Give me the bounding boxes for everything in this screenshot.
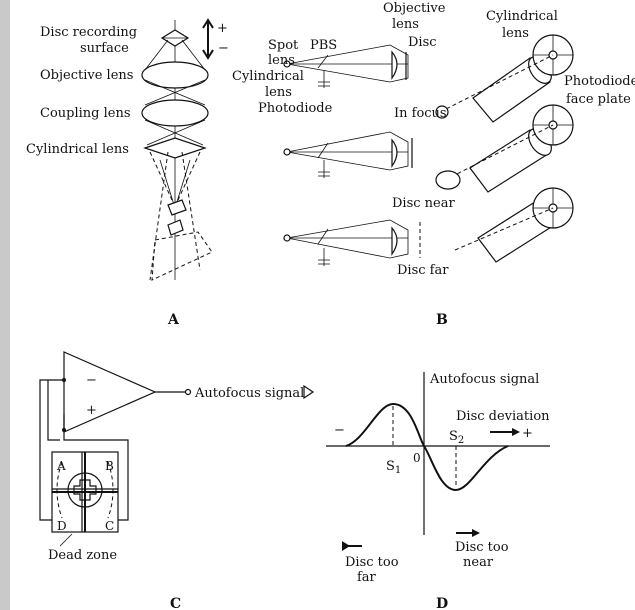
panel-c-title: C <box>170 596 181 610</box>
label-disc: Disc <box>408 35 437 50</box>
label-cylindrical-lens: Cylindrical lens <box>26 142 129 157</box>
quadrant-c: C <box>105 519 114 533</box>
opamp-plus: + <box>86 403 97 418</box>
label-s1: S1 <box>386 459 401 476</box>
panel-b-title: B <box>436 312 448 328</box>
label-cylindrical-lens-mid-1: Cylindrical <box>232 69 304 84</box>
label-s2: S2 <box>449 429 464 446</box>
label-disc-too-far-2: far <box>357 570 377 585</box>
panel-a-title: A <box>167 312 180 328</box>
label-coupling-lens: Coupling lens <box>40 106 131 121</box>
panel-d-diagram <box>326 372 550 551</box>
quadrant-a: A <box>56 459 66 473</box>
panel-a-diagram <box>141 18 214 281</box>
label-photodiode: Photodiode <box>258 101 333 116</box>
label-disc-far: Disc far <box>397 263 449 278</box>
panel-a-plus: + <box>217 21 228 36</box>
label-cylindrical-lens-b-1: Cylindrical <box>486 9 558 24</box>
quadrant-d: D <box>57 519 67 533</box>
label-photodiode-face-plate-2: face plate <box>566 92 631 107</box>
label-disc-recording-surface-1: Disc recording <box>40 25 137 40</box>
label-photodiode-face-plate-1: Photodiode <box>564 74 635 89</box>
panel-a-minus: − <box>218 41 229 56</box>
panel-c-diagram <box>39 351 315 547</box>
label-pbs: PBS <box>310 38 337 53</box>
label-cylindrical-lens-b-2: lens <box>502 26 529 41</box>
opamp-minus: − <box>86 373 97 388</box>
quadrant-b: B <box>105 459 114 473</box>
label-disc-near: Disc near <box>392 196 455 211</box>
label-autofocus-signal-output: Autofocus signal <box>194 386 304 401</box>
label-dead-zone: Dead zone <box>48 548 117 563</box>
left-margin-bar <box>0 0 10 610</box>
label-objective-lens: Objective lens <box>40 68 133 83</box>
label-disc-deviation: Disc deviation <box>456 409 550 424</box>
label-spot-lens-2: lens <box>268 53 295 68</box>
label-disc-too-near-1: Disc too <box>455 540 509 555</box>
axis-origin-zero: 0 <box>413 451 421 465</box>
label-objective-lens-b-2: lens <box>392 17 419 32</box>
label-spot-lens-1: Spot <box>268 38 299 53</box>
label-disc-too-near-2: near <box>463 555 494 570</box>
label-disc-recording-surface-2: surface <box>80 41 129 56</box>
panel-d-title: D <box>436 596 448 610</box>
axis-minus: − <box>334 423 345 438</box>
axis-plus: + <box>522 426 533 441</box>
label-autofocus-signal-axis: Autofocus signal <box>429 372 539 387</box>
label-cylindrical-lens-mid-2: lens <box>265 85 292 100</box>
panel-b-diagram <box>283 34 574 266</box>
label-objective-lens-b-1: Objective <box>383 1 446 16</box>
label-in-focus: In focus <box>394 106 447 121</box>
label-disc-too-far-1: Disc too <box>345 555 399 570</box>
